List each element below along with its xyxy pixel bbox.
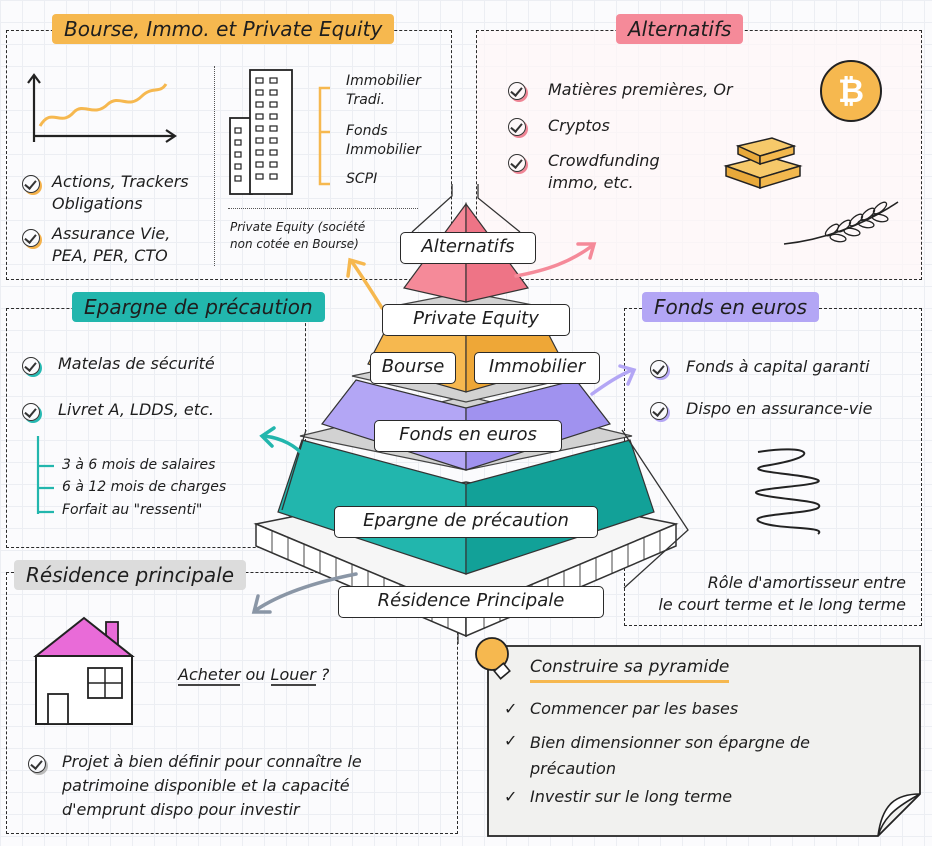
lightbulb-icon (475, 637, 511, 680)
arrow-to-fonds (590, 364, 637, 396)
construire-title: Construire sa pyramide (530, 656, 730, 683)
bourse-item-assurance: Assurance Vie, PEA, PER, CTO (52, 224, 171, 265)
epargne-sub-charges: 6 à 12 mois de charges (62, 479, 227, 495)
immo-fonds: Fonds Immobilier (346, 123, 421, 158)
arrow-to-epargne (259, 426, 306, 458)
check-icon (508, 118, 526, 136)
alternatifs-title: Alternatifs (616, 14, 744, 44)
pe-divider (228, 208, 418, 209)
fonds-note: Rôle d'amortisseur entre le court terme … (658, 573, 906, 614)
ou-label: ou (245, 665, 266, 684)
arrow-to-bourse (346, 257, 384, 310)
louer-label: Louer (270, 665, 316, 686)
arrow-to-alternatifs (514, 242, 597, 278)
residence-note: Projet à bien définir pour connaître le … (62, 752, 362, 819)
construire-note-bg (487, 645, 921, 837)
bourse-divider (214, 66, 215, 266)
pyramid-label-alternatifs: Alternatifs (400, 232, 536, 264)
pyramid-label-private-equity: Private Equity (382, 304, 570, 336)
house-icon (33, 616, 135, 725)
check-icon (28, 755, 46, 773)
construire-item-long: Investir sur le long terme (530, 787, 733, 806)
check-icon (508, 82, 526, 100)
fonds-item-capital: Fonds à capital garanti (686, 357, 870, 376)
pyramid-label-residence: Résidence Principale (338, 586, 604, 618)
epargne-sub-salaires: 3 à 6 mois de salaires (62, 457, 216, 473)
check-icon (22, 175, 40, 193)
gold-bars-icon (723, 137, 803, 190)
bourse-title: Bourse, Immo. et Private Equity (52, 14, 395, 44)
pyramid-label-bourse: Bourse (370, 352, 456, 384)
alt-item-matieres: Matières premières, Or (548, 80, 733, 99)
building-icon (229, 69, 293, 195)
bourse-item-actions: Actions, Trackers Obligations (52, 172, 189, 213)
epargne-sub-ressenti: Forfait au "ressenti" (62, 502, 203, 518)
check-icon (22, 403, 40, 421)
epargne-title: Epargne de précaution (72, 292, 325, 322)
check-icon (650, 402, 668, 420)
epargne-bracket (36, 436, 54, 514)
construire-check-1: ✓ (504, 699, 518, 718)
construire-check-3: ✓ (504, 787, 518, 806)
immo-bracket (318, 86, 330, 186)
pyramid-label-fonds-euros: Fonds en euros (374, 420, 562, 452)
fonds-item-dispo: Dispo en assurance-vie (686, 399, 873, 418)
arrow-to-residence (251, 572, 358, 614)
construire-item-epargne: Bien dimensionner son épargne de précaut… (530, 733, 810, 778)
check-icon (22, 357, 40, 375)
growth-chart-icon (27, 73, 177, 143)
pyramid-label-epargne: Epargne de précaution (334, 506, 598, 538)
fonds-title: Fonds en euros (642, 292, 820, 322)
question-mark: ? (320, 665, 330, 684)
check-icon (508, 154, 526, 172)
svg-text:₿: ₿ (838, 72, 864, 110)
residence-title: Résidence principale (14, 560, 247, 590)
acheter-label: Acheter (178, 665, 241, 686)
residence-question: Acheter ou Louer ? (178, 664, 329, 686)
bitcoin-icon: ₿ (820, 60, 882, 122)
check-icon (650, 360, 668, 378)
immo-scpi: SCPI (346, 171, 378, 187)
immo-tradi: Immobilier Tradi. (346, 73, 421, 108)
alt-item-cryptos: Cryptos (548, 116, 610, 135)
epargne-item-livret: Livret A, LDDS, etc. (58, 400, 214, 419)
wheat-icon (783, 201, 899, 245)
construire-item-bases: Commencer par les bases (530, 699, 739, 718)
check-icon (22, 229, 40, 247)
pe-note: Private Equity (société non cotée en Bou… (230, 220, 366, 251)
epargne-item-matelas: Matelas de sécurité (58, 354, 215, 373)
spring-icon (755, 448, 821, 535)
construire-check-2: ✓ (504, 731, 518, 750)
pyramid-label-immobilier: Immobilier (474, 352, 600, 384)
alt-item-crowdfunding: Crowdfunding immo, etc. (548, 151, 660, 192)
